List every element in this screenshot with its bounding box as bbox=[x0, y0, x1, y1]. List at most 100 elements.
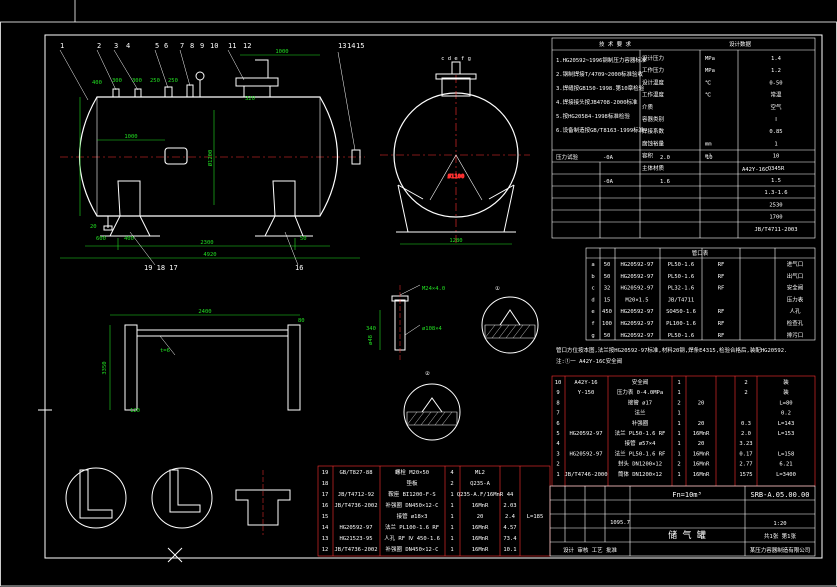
nozzle-cell-5-4: RF bbox=[718, 321, 725, 327]
lower-parts-cell-2-0: 17 bbox=[322, 492, 329, 498]
design-row-value-5: Ⅰ bbox=[775, 117, 777, 123]
part-balloon-9: 9 bbox=[200, 42, 204, 50]
design-row-value-4: 空气 bbox=[770, 103, 782, 111]
design-mid-6: 1.6 bbox=[660, 179, 670, 185]
lower-parts-cell-3-1: JB/T4736-2002 bbox=[334, 503, 377, 509]
parts-cell-8-4: 16MnR bbox=[693, 462, 710, 468]
design-row-label-3: 工作温度 bbox=[642, 91, 665, 99]
dim-inner-diameter: Ø1100 bbox=[448, 173, 465, 180]
title-drawing-no: SRB-A.05.00.00 bbox=[750, 491, 809, 499]
parts-cell-5-5: 2.0 bbox=[741, 431, 751, 437]
lower-parts-cell-6-3: 1 bbox=[450, 536, 453, 542]
parts-cell-3-6: 0.2 bbox=[781, 411, 791, 417]
sketch-label-weld-a: ① bbox=[495, 285, 500, 292]
parts-cell-8-5: 2.77 bbox=[739, 462, 752, 468]
parts-cell-0-3: 1 bbox=[677, 380, 680, 386]
nozzle-cell-4-0: e bbox=[591, 309, 594, 315]
parts-cell-0-2: 安全阀 bbox=[632, 378, 649, 386]
design-row-unit-8: m³ bbox=[705, 153, 712, 160]
part-balloon-12: 12 bbox=[243, 42, 251, 50]
parts-cell-1-5: 2 bbox=[744, 390, 747, 396]
lower-parts-cell-2-3: 1 bbox=[450, 492, 453, 498]
dim-support-spacing: 2300 bbox=[200, 240, 213, 246]
design-row-unit-3: ℃ bbox=[705, 93, 712, 99]
sketch-label-s3: ø48 bbox=[368, 335, 374, 345]
nozzle-cell-3-2: M20×1.5 bbox=[625, 297, 648, 303]
parts-cell-9-3: 1 bbox=[677, 472, 680, 478]
part-balloon-11: 11 bbox=[228, 42, 236, 50]
parts-cell-5-2: 法兰 PL50-1.6 RF bbox=[615, 429, 666, 437]
parts-cell-4-6: L=143 bbox=[778, 421, 795, 427]
nozzle-cell-3-5: 压力表 bbox=[787, 295, 804, 303]
lower-parts-cell-0-3: 4 bbox=[450, 470, 454, 476]
nozzle-cell-2-1: 32 bbox=[604, 286, 611, 292]
dim-diameter: Ø1200 bbox=[207, 150, 214, 167]
design-row-value-2: 0-50 bbox=[769, 80, 782, 86]
parts-cell-8-0: 2 bbox=[556, 462, 559, 468]
lower-parts-cell-3-2: 补强圈 DN450×12-C bbox=[386, 501, 439, 509]
side-view bbox=[380, 61, 530, 245]
parts-cell-4-4: 20 bbox=[698, 421, 705, 427]
nozzle-cell-4-1: 450 bbox=[602, 309, 612, 315]
nozzle-cell-1-0: b bbox=[591, 274, 594, 280]
lower-parts-cell-6-4: 16MnR bbox=[472, 536, 489, 542]
nozzle-cell-0-0: a bbox=[591, 262, 594, 268]
parts-cell-8-3: 2 bbox=[677, 462, 680, 468]
design-row-value-10: 1.5 bbox=[771, 178, 781, 184]
part-balloon-13: 13 bbox=[338, 42, 346, 50]
design-mid-1: -0A bbox=[603, 155, 614, 161]
design-row-label-9: 主体材质 bbox=[642, 164, 665, 172]
dim-left-offset: 1000 bbox=[124, 134, 137, 140]
tech-req-line-1: 2.钢制焊接T/4709~2000标准验收 bbox=[556, 70, 644, 78]
part-balloon-10: 10 bbox=[210, 42, 218, 50]
nozzle-cell-0-3: PL50-1.6 bbox=[668, 262, 695, 268]
parts-cell-5-6: L=153 bbox=[778, 431, 795, 437]
design-row-value-9: Q345R bbox=[768, 166, 785, 172]
parts-cell-6-4: 20 bbox=[698, 441, 705, 447]
dim-small-8: 50 bbox=[300, 236, 307, 242]
nozzle-cell-6-0: g bbox=[591, 333, 594, 339]
title-approval: 设计 审核 工艺 批准 bbox=[563, 546, 617, 554]
part-balloon-6: 6 bbox=[164, 42, 168, 50]
lower-parts-cell-3-5: 2.03 bbox=[503, 503, 516, 509]
nozzle-cell-6-2: HG20592-97 bbox=[620, 333, 653, 339]
design-mid-5: -0A bbox=[603, 179, 614, 185]
lower-parts-cell-7-5: 10.1 bbox=[503, 547, 516, 553]
lower-parts-cell-2-5: 44 bbox=[507, 492, 514, 498]
nozzle-table-header: 管口表 bbox=[692, 249, 709, 257]
lower-parts-cell-3-4: 16MnR bbox=[472, 503, 489, 509]
parts-cell-0-6: 装 bbox=[783, 378, 789, 386]
design-row-value-3: 常温 bbox=[770, 91, 782, 99]
design-mid-0: 压力试验 bbox=[556, 153, 579, 161]
lower-parts-cell-0-0: 19 bbox=[322, 470, 329, 476]
design-row-value-11: 1.3-1.6 bbox=[764, 190, 787, 196]
nozzle-cell-1-2: HG20592-97 bbox=[620, 274, 653, 280]
parts-cell-1-1: Y-150 bbox=[578, 390, 595, 396]
title-scale: 1:20 bbox=[773, 521, 786, 527]
design-mid-3: 10 bbox=[706, 155, 713, 161]
lower-parts-cell-4-5: 2.4 bbox=[505, 514, 516, 520]
nozzle-cell-1-5: 出气口 bbox=[787, 272, 804, 280]
dim-small-7: 20 bbox=[90, 224, 97, 230]
lower-parts-cell-5-2: 法兰 PL100-1.6 RF bbox=[385, 523, 439, 531]
parts-cell-5-3: 1 bbox=[677, 431, 680, 437]
sketch-label-s4: t=6 bbox=[160, 348, 170, 354]
weld-hatch-1 bbox=[484, 324, 531, 339]
dim-small-11: 120 bbox=[130, 408, 140, 414]
parts-cell-8-2: 封头 DN1200×12 bbox=[618, 460, 662, 468]
front-view bbox=[59, 49, 365, 266]
parts-cell-5-0: 5 bbox=[556, 431, 559, 437]
parts-cell-4-3: 1 bbox=[677, 421, 680, 427]
parts-cell-7-2: 法兰 PL50-1.6 RF bbox=[615, 449, 666, 457]
lower-parts-cell-1-4: Q235-A bbox=[470, 481, 491, 487]
part-balloon-5: 5 bbox=[155, 42, 159, 50]
nozzle-cell-6-3: PL50-1.6 bbox=[668, 333, 695, 339]
design-row-label-1: 工作压力 bbox=[642, 66, 664, 74]
lower-parts-cell-7-4: 16MnR bbox=[472, 547, 489, 553]
tech-req-line-0: 1.HG20592~1996钢制压力容器标准 bbox=[556, 56, 647, 64]
lower-parts-cell-2-4: Q235-A.F/16MnR bbox=[457, 492, 504, 498]
dim-small-10: 340 bbox=[366, 326, 376, 332]
nozzle-cell-2-2: HG20592-97 bbox=[620, 286, 653, 292]
parts-cell-7-3: 1 bbox=[677, 451, 680, 457]
lower-parts-cell-1-2: 垫板 bbox=[406, 479, 418, 487]
